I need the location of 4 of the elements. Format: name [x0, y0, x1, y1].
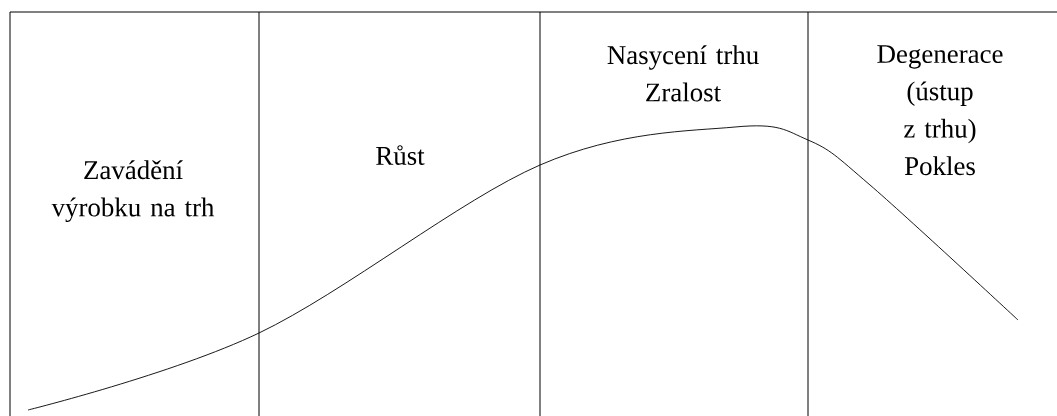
stage-column: Zavádění výrobku na trh [9, 11, 260, 416]
stage-column: Degenerace (ústup z trhu) Pokles [807, 11, 1057, 416]
stage-column: Nasycení trhu Zralost [539, 11, 809, 416]
stage-column: Růst [258, 11, 541, 416]
